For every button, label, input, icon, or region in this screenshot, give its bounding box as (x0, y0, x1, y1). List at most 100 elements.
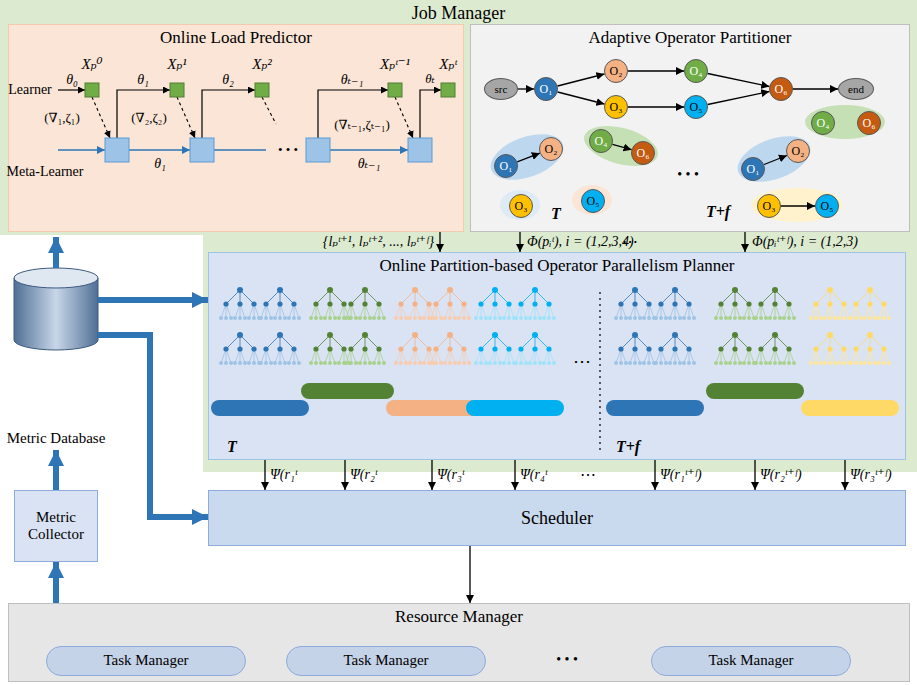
line-shape (635, 290, 649, 304)
circle-shape (877, 316, 881, 320)
circle-shape (453, 361, 457, 365)
circle-shape (263, 346, 268, 351)
edge-label: Ψ(r₁ᵗ⁺ᶠ) (660, 467, 702, 482)
circle-shape (738, 316, 742, 320)
circle-shape (768, 316, 772, 320)
circle-shape (809, 361, 813, 365)
circle-shape (638, 316, 642, 320)
circle-shape (654, 361, 658, 365)
node-label: O₄ (817, 117, 830, 129)
panel-title: Online Partition-based Operator Parallel… (379, 256, 734, 276)
connector-arrow (628, 70, 684, 71)
circle-shape (404, 361, 408, 365)
circle-shape (433, 346, 438, 351)
operator-circle: O₁ (534, 77, 558, 101)
circle-shape (692, 361, 696, 365)
circle-shape (759, 361, 763, 365)
circle-shape (533, 316, 537, 320)
circle-shape (528, 316, 532, 320)
line-shape (436, 290, 450, 304)
connector-arrow (793, 88, 838, 89)
line-shape (535, 335, 549, 349)
circle-shape (341, 301, 346, 306)
circle-shape (533, 361, 537, 365)
text-holder: O₂ (787, 140, 809, 162)
circle-shape (738, 361, 742, 365)
annotation-label: θ₂ (222, 72, 234, 87)
circle-shape (764, 361, 768, 365)
circle-shape (733, 316, 737, 320)
circle-shape (479, 316, 483, 320)
circle-shape (724, 316, 728, 320)
connector-arrow (628, 106, 684, 107)
circle-shape (429, 316, 433, 320)
circle-shape (479, 361, 483, 365)
circle-shape (782, 361, 786, 365)
circle-shape (394, 316, 398, 320)
circle-shape (354, 316, 358, 320)
group-bar (211, 400, 309, 416)
text-holder: O₃ (605, 96, 627, 118)
circle-shape (546, 301, 551, 306)
circle-shape (773, 316, 777, 320)
circle-shape (618, 301, 623, 306)
circle-shape (552, 361, 556, 365)
text-holder: O₁ (742, 158, 764, 180)
circle-shape (413, 316, 417, 320)
circle-shape (376, 301, 381, 306)
circle-shape (484, 361, 488, 365)
circle-shape (408, 361, 412, 365)
annotation-label: θₜ (425, 72, 435, 86)
text-holder: src (485, 79, 517, 99)
circle-shape (292, 316, 296, 320)
circle-shape (519, 361, 523, 365)
panel-title: Adaptive Operator Partitioner (589, 28, 792, 48)
rect-shape (388, 83, 402, 97)
circle-shape (443, 361, 447, 365)
circle-shape (474, 361, 478, 365)
circle-shape (833, 316, 837, 320)
circle-shape (333, 316, 337, 320)
circle-shape (882, 316, 886, 320)
circle-shape (493, 361, 497, 365)
circle-shape (433, 301, 438, 306)
circle-shape (237, 346, 242, 351)
text-holder: O₂ (540, 138, 562, 160)
circle-shape (619, 316, 623, 320)
circle-shape (714, 361, 718, 365)
annotation-label: ⋯ (573, 352, 591, 372)
circle-shape (686, 346, 691, 351)
line-shape (830, 290, 844, 304)
node-label: O₅ (821, 200, 834, 212)
circle-shape (484, 316, 488, 320)
circle-shape (422, 361, 426, 365)
circle-shape (368, 316, 372, 320)
circle-shape (618, 346, 623, 351)
circle-shape (659, 316, 663, 320)
circle-shape (542, 361, 546, 365)
node-label: O₅ (690, 101, 703, 113)
path-shape (92, 97, 110, 138)
text-holder: Scheduler (209, 491, 905, 545)
circle-shape (546, 346, 551, 351)
annotation-label: Xₚᵗ (439, 56, 457, 73)
node-label: O₄ (595, 135, 608, 147)
line-shape (266, 290, 280, 304)
circle-shape (283, 361, 287, 365)
operator-circle: O₂ (786, 139, 810, 163)
circle-shape (687, 361, 691, 365)
circle-shape (413, 361, 417, 365)
connector-arrow (517, 153, 540, 162)
circle-shape (668, 316, 672, 320)
circle-shape (819, 316, 823, 320)
connector-arrow (518, 88, 534, 89)
operator-circle: O₅ (684, 95, 708, 119)
node-label: O₂ (545, 143, 558, 155)
circle-shape (292, 361, 296, 365)
line-shape (856, 335, 870, 349)
circle-shape (412, 346, 417, 351)
circle-shape (488, 316, 492, 320)
circle-shape (746, 301, 751, 306)
edge-label: Ψ(r₃ᵗ⁺ᶠ) (850, 467, 892, 482)
circle-shape (333, 361, 337, 365)
